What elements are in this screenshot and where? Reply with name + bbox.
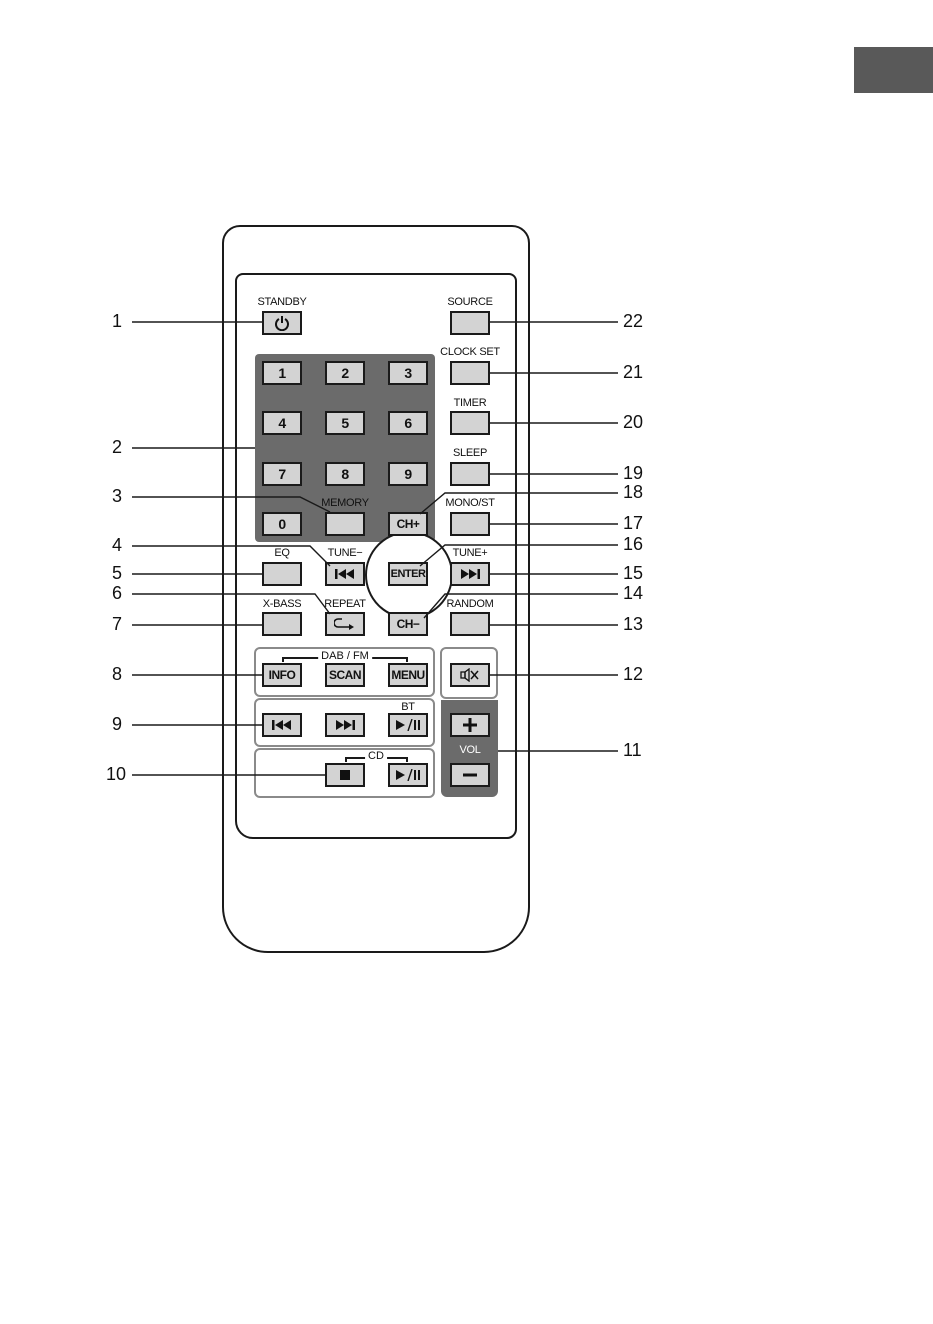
callout-10: 10 <box>106 764 126 785</box>
leader-14 <box>424 594 618 618</box>
callout-18: 18 <box>623 482 643 503</box>
callout-15: 15 <box>623 563 643 584</box>
callout-22: 22 <box>623 311 643 332</box>
callout-9: 9 <box>112 714 122 735</box>
callout-21: 21 <box>623 362 643 383</box>
callout-4: 4 <box>112 535 122 556</box>
callout-16: 16 <box>623 534 643 555</box>
callout-1: 1 <box>112 311 122 332</box>
callout-6: 6 <box>112 583 122 604</box>
callout-13: 13 <box>623 614 643 635</box>
callout-8: 8 <box>112 664 122 685</box>
callout-20: 20 <box>623 412 643 433</box>
leader-6 <box>132 594 330 614</box>
callout-7: 7 <box>112 614 122 635</box>
callout-3: 3 <box>112 486 122 507</box>
callout-14: 14 <box>623 583 643 604</box>
callout-12: 12 <box>623 664 643 685</box>
callout-11: 11 <box>623 740 642 761</box>
leader-16 <box>420 545 618 566</box>
callout-19: 19 <box>623 463 643 484</box>
leader-4 <box>132 546 330 566</box>
leader-18 <box>420 493 618 514</box>
callout-2: 2 <box>112 437 122 458</box>
callout-17: 17 <box>623 513 643 534</box>
callout-5: 5 <box>112 563 122 584</box>
leader-3 <box>132 497 330 512</box>
